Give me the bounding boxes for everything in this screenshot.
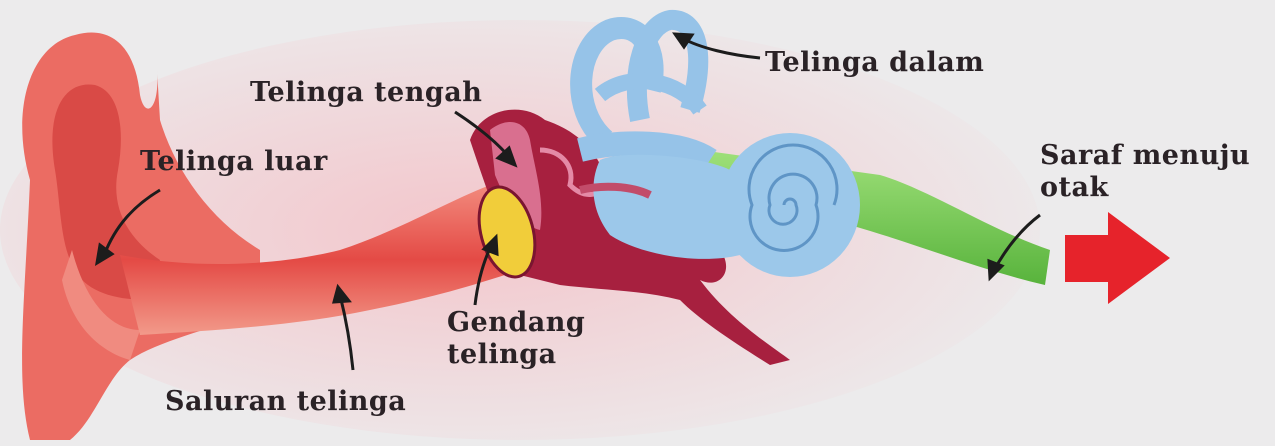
ear-canal-text: Saluran telinga [165,386,407,417]
nerve-text-line1: Saraf menuju [1040,140,1251,171]
middle-ear-text: Telinga tengah [250,77,483,108]
outer-ear-text: Telinga luar [140,146,328,177]
ear-canal-shape [120,185,520,335]
label-nerve: Saraf menuju otak [1040,140,1250,204]
inner-ear-text: Telinga dalam [765,47,985,78]
label-ear-canal: Saluran telinga [165,386,406,418]
eardrum-shape [477,185,537,279]
label-inner-ear: Telinga dalam [765,47,984,79]
cochlea-shape [579,133,860,277]
label-eardrum: Gendang telinga [447,307,585,371]
nerve-text-line2: otak [1040,172,1109,203]
to-brain-arrow [1065,212,1170,304]
inner-ear-shape [570,10,717,171]
eardrum-text-line1: Gendang [447,307,586,338]
label-outer-ear: Telinga luar [140,146,328,178]
leader-lines [94,32,1041,371]
label-middle-ear: Telinga tengah [250,77,482,109]
outer-ear-shape [22,32,261,440]
eardrum-text-line2: telinga [447,339,557,370]
